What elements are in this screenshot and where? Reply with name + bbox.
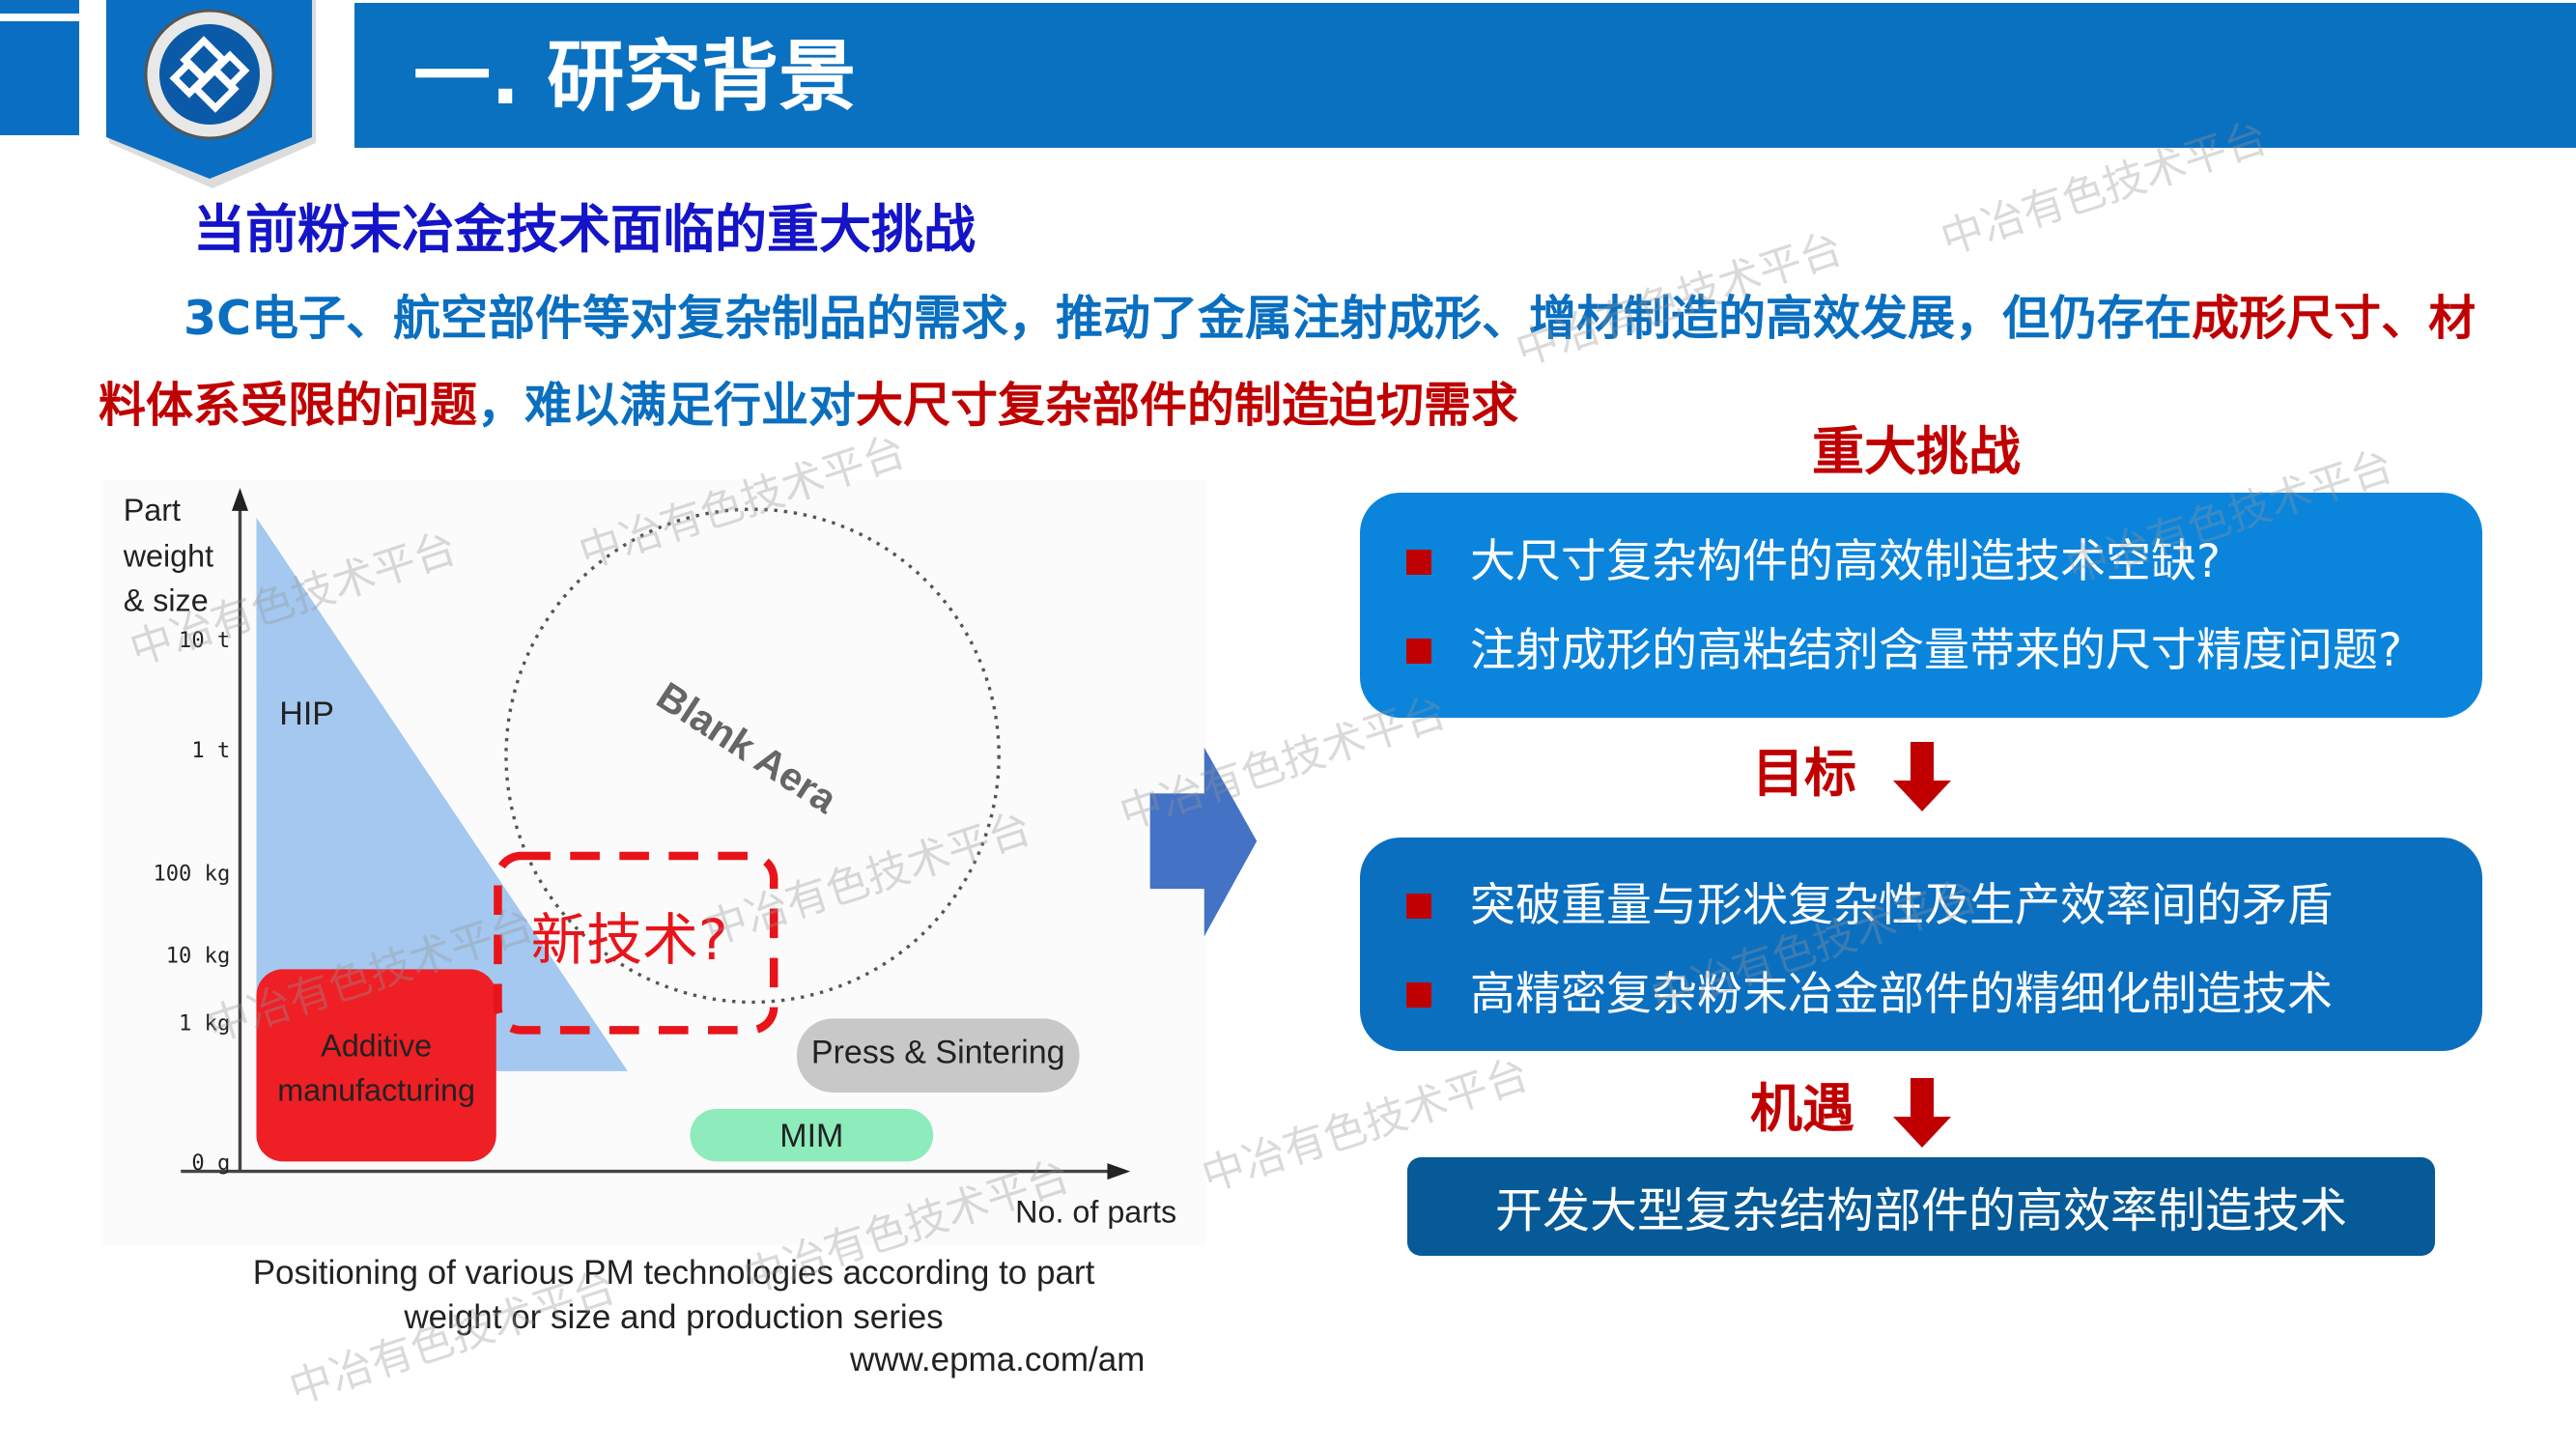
- goal-item: 突破重量与形状复杂性及生产效率间的矛盾: [1406, 877, 2333, 935]
- y-axis-arrow-icon: [231, 488, 248, 511]
- section-subtitle: 当前粉末冶金技术面临的重大挑战: [193, 199, 976, 260]
- goal-text: 高精密复杂粉末冶金部件的精细化制造技术: [1470, 968, 2333, 1021]
- additive-label: Additive: [321, 1029, 432, 1064]
- y-label-line: weight: [123, 539, 213, 574]
- y-label-line: & size: [124, 583, 209, 618]
- goal-title: 目标: [1752, 743, 1856, 804]
- title-bar: [354, 3, 2576, 148]
- x-axis-label: No. of parts: [1015, 1194, 1176, 1229]
- square-bullet-icon: [1406, 982, 1431, 1008]
- opportunity-title: 机遇: [1750, 1078, 1854, 1139]
- press-sintering-label: Press & Sintering: [811, 1034, 1065, 1070]
- goal-item: 高精密复杂粉末冶金部件的精细化制造技术: [1406, 966, 2333, 1024]
- new-tech-box: [494, 851, 778, 1035]
- square-bullet-icon: [1406, 894, 1431, 919]
- down-arrow-icon: [1893, 742, 1951, 811]
- hip-region: [256, 517, 628, 1071]
- challenge-title: 重大挑战: [1812, 421, 2021, 482]
- challenge-item: 注射成形的高粘结剂含量带来的尺寸精度问题?: [1406, 622, 2402, 680]
- challenge-item: 大尺寸复杂构件的高效制造技术空缺?: [1406, 533, 2221, 591]
- figure-caption-line: weight or size and production series: [404, 1298, 944, 1336]
- x-axis-arrow-icon: [1107, 1163, 1131, 1180]
- blank-area-circle: [504, 507, 1001, 1005]
- y-tick-label: 100 kg: [153, 862, 230, 887]
- figure-caption-line: Positioning of various PM technologies a…: [252, 1254, 1095, 1292]
- hip-label: HIP: [279, 696, 334, 732]
- paragraph-highlight: 大尺寸复杂部件的制造迫切需求: [856, 378, 1519, 433]
- paragraph-highlight: 成形尺寸、材: [2192, 291, 2477, 346]
- header-left-gap: [0, 14, 79, 21]
- challenge-text: 大尺寸复杂构件的高效制造技术空缺?: [1470, 535, 2221, 588]
- down-arrow-icon: [1893, 1078, 1951, 1148]
- goal-box: 突破重量与形状复杂性及生产效率间的矛盾 高精密复杂粉末冶金部件的精细化制造技术: [1360, 838, 2482, 1051]
- press-sintering-region: [796, 1018, 1080, 1093]
- right-arrow-icon: [1149, 747, 1258, 937]
- new-tech-label: 新技术?: [530, 907, 727, 973]
- logo-knot-icon: [169, 36, 250, 113]
- page-title: 一. 研究背景: [413, 32, 857, 122]
- university-logo: [106, 0, 316, 188]
- y-tick-label: 1 t: [191, 738, 230, 763]
- y-tick-label: 10 kg: [166, 944, 231, 969]
- square-bullet-icon: [1406, 639, 1431, 664]
- paragraph-line-2: 料体系受限的问题，难以满足行业对大尺寸复杂部件的制造迫切需求: [99, 377, 1518, 435]
- additive-label: manufacturing: [277, 1072, 475, 1107]
- y-tick-label: 10 t: [179, 628, 230, 653]
- paragraph-line-1: 3C电子、航空部件等对复杂制品的需求，推动了金属注射成形、增材制造的高效发展，但…: [184, 290, 2476, 348]
- square-bullet-icon: [1406, 550, 1431, 575]
- y-tick-label: 1 kg: [179, 1010, 230, 1036]
- y-tick-label: 0 g: [191, 1151, 230, 1176]
- goal-text: 突破重量与形状复杂性及生产效率间的矛盾: [1470, 879, 2333, 932]
- y-label-line: Part: [124, 493, 181, 527]
- figure-source: www.epma.com/am: [850, 1341, 1146, 1378]
- mim-region: [690, 1108, 934, 1162]
- opportunity-text: 开发大型复杂结构部件的高效率制造技术: [1494, 1182, 2347, 1238]
- additive-region: [256, 969, 496, 1162]
- paragraph-text: 3C电子、航空部件等对复杂制品的需求，推动了金属注射成形、增材制造的高效发展，但…: [184, 291, 2193, 346]
- challenge-text: 注射成形的高粘结剂含量带来的尺寸精度问题?: [1470, 624, 2402, 677]
- mim-label: MIM: [779, 1118, 843, 1154]
- header-left-block: [0, 0, 79, 135]
- challenge-box: 大尺寸复杂构件的高效制造技术空缺? 注射成形的高粘结剂含量带来的尺寸精度问题?: [1360, 493, 2482, 718]
- paragraph-highlight: 料体系受限的问题: [99, 378, 478, 433]
- opportunity-box: 开发大型复杂结构部件的高效率制造技术: [1407, 1157, 2435, 1256]
- paragraph-text: ，难以满足行业对: [477, 378, 857, 433]
